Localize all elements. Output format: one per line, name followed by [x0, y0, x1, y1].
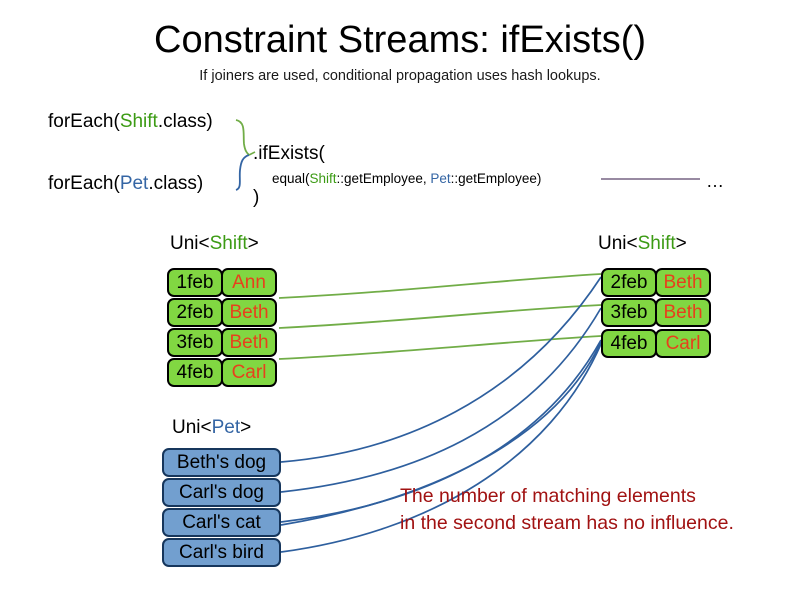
shift-name-cell: Beth — [655, 268, 711, 297]
right-label-suffix: > — [675, 233, 687, 254]
shift-name-cell: Beth — [221, 298, 277, 327]
table-row[interactable]: 4feb Carl — [601, 329, 711, 358]
list-item[interactable]: Carl's cat — [162, 508, 281, 537]
shift-date-cell: 4feb — [601, 329, 657, 358]
annotation-line-1: The number of matching elements — [400, 485, 696, 507]
shift-name-cell: Ann — [221, 268, 277, 297]
shift-date-cell: 2feb — [167, 298, 223, 327]
table-row[interactable]: 3feb Beth — [601, 298, 711, 327]
code-foreach-shift-prefix: forEach( — [48, 111, 120, 132]
code-foreach-pet-prefix: forEach( — [48, 173, 120, 194]
list-item[interactable]: Carl's dog — [162, 478, 281, 507]
right-label-type: Shift — [637, 233, 676, 254]
code-foreach-shift-suffix: .class) — [157, 111, 213, 132]
left-label-prefix: Uni< — [170, 233, 210, 254]
annotation-note: The number of matching elements in the s… — [400, 483, 734, 537]
right-shift-stream-label: Uni<Shift> — [598, 232, 687, 256]
shift-date-cell: 3feb — [167, 328, 223, 357]
code-equal-suffix: ::getEmployee) — [450, 171, 542, 186]
code-equal-type-shift: Shift — [309, 171, 337, 186]
code-ifexists: .ifExists( — [253, 143, 325, 164]
shift-name-cell: Carl — [221, 358, 277, 387]
shift-date-cell: 2feb — [601, 268, 657, 297]
pet-label-prefix: Uni< — [172, 417, 212, 438]
code-foreach-pet: forEach(Pet.class) — [48, 172, 203, 196]
shift-date-cell: 1feb — [167, 268, 223, 297]
table-row[interactable]: 3feb Beth — [167, 328, 277, 357]
table-row[interactable]: 2feb Beth — [601, 268, 711, 297]
table-row[interactable]: 2feb Beth — [167, 298, 277, 327]
code-ellipsis: … — [706, 171, 724, 191]
table-row[interactable]: 4feb Carl — [167, 358, 277, 387]
shift-name-cell: Beth — [655, 298, 711, 327]
code-equal-mid: ::getEmployee, — [336, 171, 431, 186]
list-item[interactable]: Beth's dog — [162, 448, 281, 477]
left-label-suffix: > — [247, 233, 259, 254]
shift-name-cell: Beth — [221, 328, 277, 357]
code-foreach-pet-suffix: .class) — [148, 173, 204, 194]
code-type-shift: Shift — [119, 111, 158, 132]
pet-stream-label: Uni<Pet> — [172, 416, 251, 440]
code-foreach-shift: forEach(Shift.class) — [48, 110, 213, 134]
code-equal-prefix: equal( — [272, 171, 310, 186]
table-row[interactable]: 1feb Ann — [167, 268, 277, 297]
page-subtitle: If joiners are used, conditional propaga… — [199, 68, 601, 84]
page-title: Constraint Streams: ifExists() — [154, 19, 646, 61]
left-shift-stream-label: Uni<Shift> — [170, 232, 259, 256]
left-label-type: Shift — [209, 233, 248, 254]
code-equal-type-pet: Pet — [430, 171, 451, 186]
code-equal-joiner: equal(Shift::getEmployee, Pet::getEmploy… — [272, 170, 541, 188]
code-type-pet: Pet — [119, 173, 149, 194]
pet-label-suffix: > — [240, 417, 252, 438]
shift-name-cell: Carl — [655, 329, 711, 358]
pet-label-type: Pet — [211, 417, 241, 438]
right-label-prefix: Uni< — [598, 233, 638, 254]
list-item[interactable]: Carl's bird — [162, 538, 281, 567]
shift-date-cell: 3feb — [601, 298, 657, 327]
shift-date-cell: 4feb — [167, 358, 223, 387]
code-close-paren: ) — [253, 187, 260, 208]
annotation-line-2: in the second stream has no influence. — [400, 512, 734, 534]
